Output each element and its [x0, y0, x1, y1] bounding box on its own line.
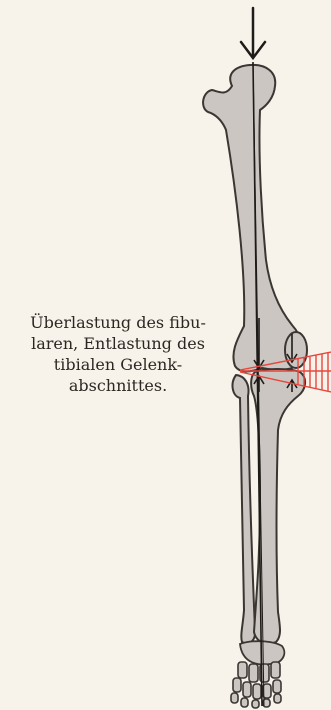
annotation-line-3: tibialen Gelenk-: [0, 354, 236, 375]
foot-bones: [231, 662, 281, 708]
fibula-bone: [233, 375, 256, 643]
load-arrow-icon: [241, 8, 265, 58]
annotation-line-4: abschnittes.: [0, 375, 236, 396]
annotation-text: Überlastung des fibu- laren, Entlastung …: [0, 312, 236, 396]
annotation-line-2: laren, Entlastung des: [0, 333, 236, 354]
annotation-line-1: Überlastung des fibu-: [0, 312, 236, 333]
talus-bone: [240, 641, 284, 664]
